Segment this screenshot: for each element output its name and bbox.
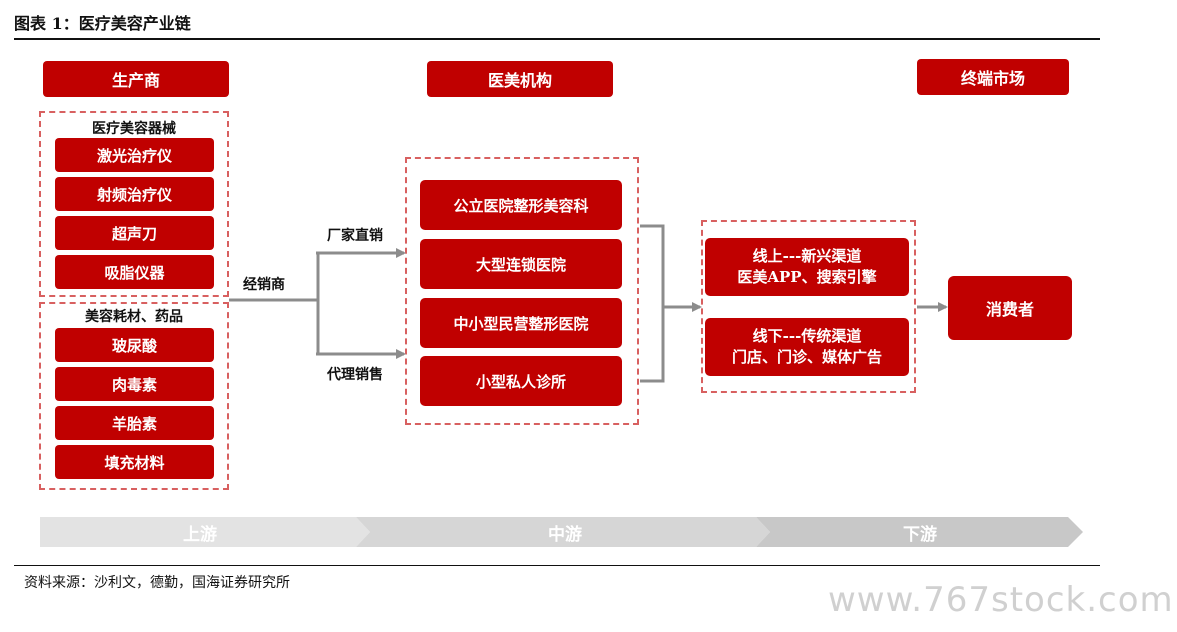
stage-upstream-shape: [40, 517, 370, 547]
consumable-item: 羊胎素: [55, 406, 214, 440]
channel-online: 线上---新兴渠道 医美APP、搜索引擎: [705, 238, 909, 296]
connector-institution-bracket: [640, 224, 665, 383]
institution-item: 公立医院整形美容科: [420, 180, 622, 230]
stage-upstream-label: 上游: [183, 524, 217, 545]
channel-offline-line2: 门店、门诊、媒体广告: [731, 348, 882, 366]
device-group-frame: [39, 111, 229, 297]
device-item: 吸脂仪器: [55, 255, 214, 289]
institution-item: 中小型民营整形医院: [420, 298, 622, 348]
header-market: 终端市场: [917, 59, 1069, 95]
consumable-item: 肉毒素: [55, 367, 214, 401]
stage-downstream-shape: [756, 517, 1083, 547]
agent-sales-label: 代理销售: [327, 367, 383, 383]
watermark: www.767stock.com: [828, 580, 1174, 620]
institution-item: 大型连锁医院: [420, 239, 622, 289]
institution-group-frame: [405, 157, 639, 425]
device-group-label: 医疗美容器械: [92, 121, 176, 137]
consumer-box: 消费者: [948, 276, 1072, 340]
source-note: 资料来源：沙利文，德勤，国海证券研究所: [24, 575, 290, 591]
stage-downstream-label: 下游: [903, 524, 937, 545]
bottom-rule: [14, 565, 1100, 566]
institution-item: 小型私人诊所: [420, 356, 622, 406]
consumables-group-frame: [39, 302, 229, 490]
consumable-item: 填充材料: [55, 445, 214, 479]
consumables-group-label: 美容耗材、药品: [85, 309, 183, 325]
figure-title: 图表 1：医疗美容产业链: [14, 14, 191, 33]
channel-group-frame: [701, 220, 916, 393]
channel-online-line2: 医美APP、搜索引擎: [737, 268, 877, 286]
device-item: 射频治疗仪: [55, 177, 214, 211]
channel-online-line1: 线上---新兴渠道: [752, 247, 862, 265]
channel-offline-line1: 线下---传统渠道: [752, 327, 862, 345]
header-institution: 医美机构: [427, 61, 613, 97]
stage-midstream-label: 中游: [548, 524, 582, 545]
device-item: 激光治疗仪: [55, 138, 214, 172]
consumable-item: 玻尿酸: [55, 328, 214, 362]
device-item: 超声刀: [55, 216, 214, 250]
direct-sales-label: 厂家直销: [327, 228, 383, 244]
header-producer: 生产商: [43, 61, 229, 97]
top-rule: [14, 38, 1100, 40]
channel-offline: 线下---传统渠道 门店、门诊、媒体广告: [705, 318, 909, 376]
distributor-label: 经销商: [243, 277, 285, 293]
stage-midstream-shape: [356, 517, 770, 547]
